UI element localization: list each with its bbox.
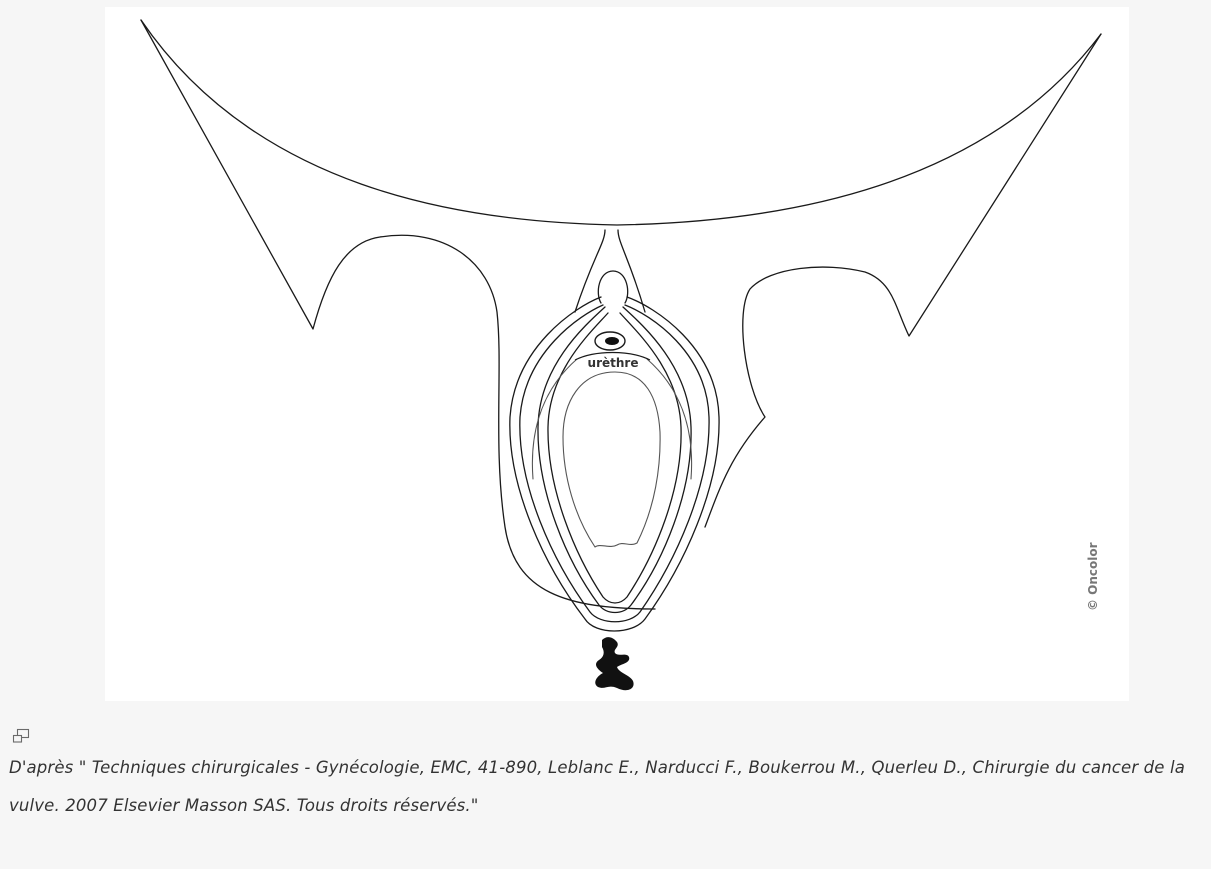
right-thigh-outline <box>705 34 1101 527</box>
clitoral-hood-right <box>618 230 645 312</box>
copyright-label: © Oncolor <box>1086 542 1100 611</box>
vaginal-opening <box>563 372 660 547</box>
figure-caption: D'après " Techniques chirurgicales - Gyn… <box>9 749 1204 825</box>
figure-canvas: urèthre © Oncolor <box>105 7 1129 701</box>
vestibule-arc-left <box>532 359 577 479</box>
abdominal-curve <box>141 20 1101 225</box>
vulva-diagram: urèthre © Oncolor <box>105 7 1129 701</box>
anus-shape <box>595 637 633 690</box>
vestibule-arc-right <box>647 359 692 479</box>
expand-image-icon[interactable] <box>11 726 31 746</box>
urethra-marker <box>595 332 625 350</box>
anatomical-figure: urèthre © Oncolor <box>0 0 1211 700</box>
clitoral-hood-left <box>575 230 605 312</box>
labia-majora-outer <box>510 297 719 631</box>
urethra-label: urèthre <box>588 356 639 370</box>
clitoris <box>598 271 627 303</box>
left-thigh-outline <box>141 20 655 609</box>
